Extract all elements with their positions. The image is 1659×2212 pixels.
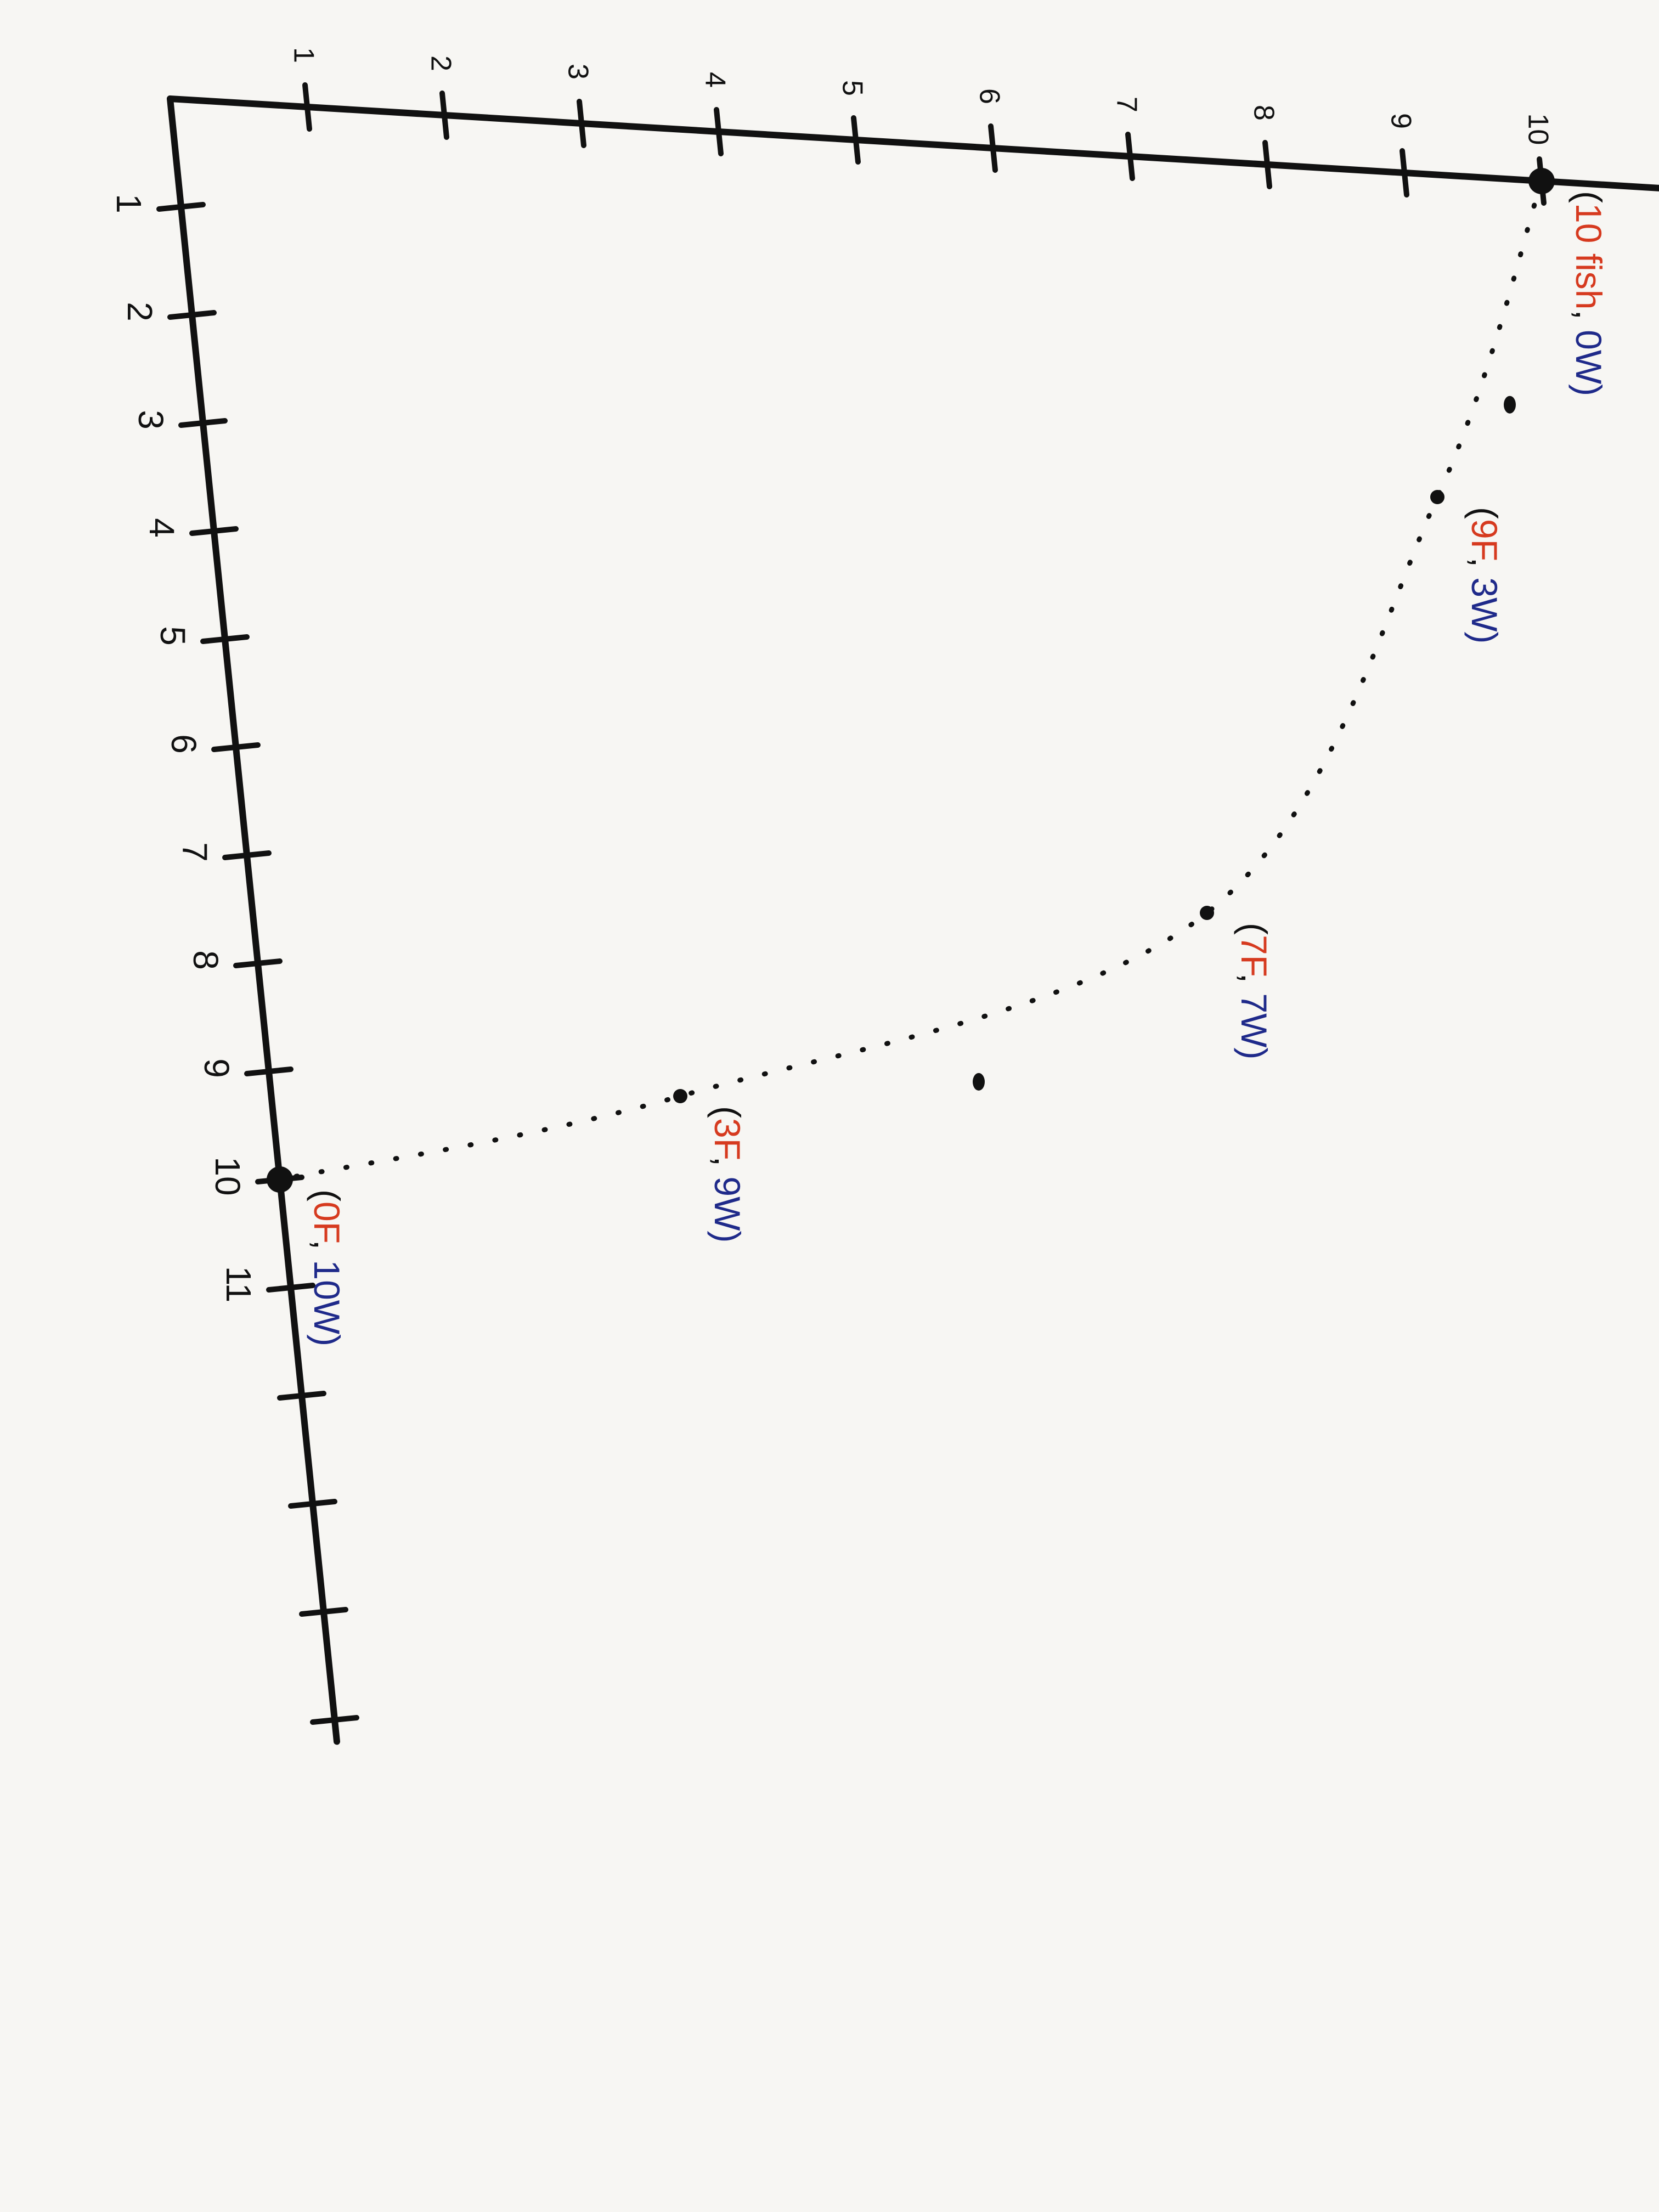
point-label-part: ) <box>707 1231 748 1243</box>
point-label-part: ( <box>1568 191 1609 203</box>
point-label-part: 7W <box>1234 993 1274 1048</box>
y-axis-line <box>167 95 1659 191</box>
point-label-part: 0F <box>307 1201 347 1243</box>
point-label-part: 7F <box>1234 935 1274 976</box>
point-label: (10 fish, 0W) <box>1568 191 1609 396</box>
y-tick <box>1400 148 1409 198</box>
point-label-part: 10W <box>307 1260 347 1334</box>
x-tick-label: 9 <box>197 1058 236 1078</box>
x-axis-line <box>167 95 340 1745</box>
point-label: (3F, 9W) <box>707 1106 748 1243</box>
x-tick-label: 5 <box>153 626 193 646</box>
x-tick <box>156 202 206 212</box>
point-label-part: , <box>707 1156 748 1177</box>
y-tick-label: 5 <box>837 80 868 96</box>
y-tick <box>439 91 449 140</box>
point-label-part: , <box>1464 557 1505 578</box>
point-label-part: ( <box>1464 507 1505 519</box>
data-point <box>1200 906 1214 920</box>
point-label-part: 9W <box>707 1176 748 1231</box>
x-tick-label: 8 <box>186 950 225 970</box>
y-tick <box>1125 132 1135 181</box>
data-point <box>673 1089 687 1103</box>
point-label-part: , <box>1234 973 1274 994</box>
point-label-part: 0W <box>1568 330 1609 385</box>
x-tick-label: 4 <box>142 518 182 538</box>
y-tick-label: 6 <box>974 88 1006 104</box>
x-tick-label: 3 <box>131 410 171 430</box>
x-tick-label: 1 <box>109 194 149 213</box>
data-point <box>267 1166 293 1193</box>
point-label-part: , <box>307 1240 347 1260</box>
ppf-curve <box>277 178 1544 1182</box>
x-tick <box>200 634 250 644</box>
x-tick <box>178 418 228 428</box>
x-tick <box>222 850 272 860</box>
point-label-part: , <box>1568 309 1609 330</box>
y-tick-label: 2 <box>425 55 457 71</box>
y-tick <box>302 82 312 132</box>
x-tick <box>167 310 217 320</box>
y-tick-label: 7 <box>1111 97 1143 112</box>
y-tick <box>1262 140 1272 189</box>
point-label-part: 9F <box>1464 519 1505 560</box>
stray-dot <box>973 1073 985 1091</box>
y-tick <box>851 115 861 165</box>
data-point <box>1528 168 1555 194</box>
point-label-part: 3W <box>1464 577 1505 632</box>
point-label: (9F, 3W) <box>1464 507 1505 644</box>
point-label-part: 10 fish <box>1568 203 1609 309</box>
point-label-part: ( <box>707 1106 748 1118</box>
point-label-part: 3F <box>707 1118 748 1159</box>
point-label-part: ( <box>1234 923 1274 935</box>
y-tick <box>714 107 724 156</box>
point-label-part: ) <box>1464 631 1505 644</box>
data-point <box>1430 490 1444 504</box>
stray-dot <box>1504 396 1516 414</box>
y-tick-label: 9 <box>1385 113 1417 129</box>
x-tick <box>211 742 261 752</box>
y-tick-label: 4 <box>699 72 731 88</box>
x-tick <box>233 958 283 968</box>
x-tick <box>299 1607 348 1617</box>
x-tick <box>266 1283 315 1293</box>
point-label: (7F, 7W) <box>1234 923 1274 1059</box>
point-label-part: ) <box>1234 1047 1274 1059</box>
x-tick-label: 11 <box>219 1266 258 1302</box>
point-label-part: ) <box>307 1334 347 1346</box>
x-tick <box>189 526 239 536</box>
x-tick-label: 7 <box>175 842 215 862</box>
y-tick-label: 10 <box>1522 114 1554 145</box>
y-tick <box>577 99 586 148</box>
x-tick-label: 6 <box>164 734 204 754</box>
x-tick <box>310 1715 359 1725</box>
x-tick <box>288 1499 337 1509</box>
y-tick-label: 8 <box>1248 105 1280 121</box>
x-tick <box>244 1066 294 1076</box>
y-tick-label: 3 <box>562 64 594 80</box>
x-tick <box>277 1391 326 1401</box>
y-tick <box>988 123 998 173</box>
point-label-part: ( <box>307 1189 347 1201</box>
x-tick-label: 10 <box>208 1156 247 1195</box>
y-tick-label: 1 <box>288 47 320 63</box>
x-tick-label: 2 <box>120 302 160 321</box>
point-label-part: ) <box>1568 384 1609 396</box>
point-label: (0F, 10W) <box>307 1189 347 1346</box>
